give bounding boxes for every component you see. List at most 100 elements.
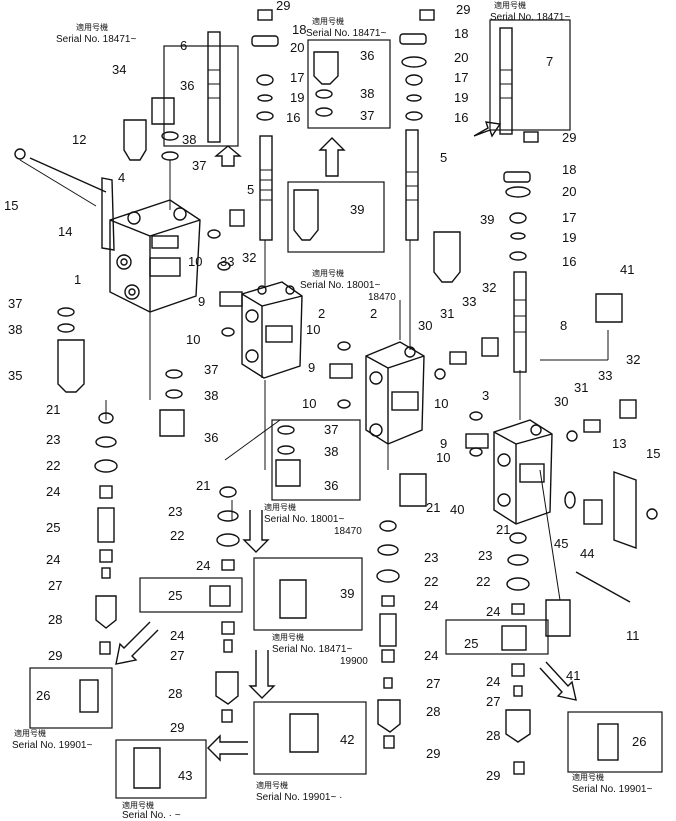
serial-caption: Serial No. 18001~: [300, 280, 380, 291]
part-label: 28: [168, 686, 182, 701]
diag-arrow-right: [539, 661, 577, 701]
part-label: 23: [168, 504, 182, 519]
part-label: 27: [486, 694, 500, 709]
part-label: 39: [350, 202, 364, 217]
part-label: 10: [188, 254, 202, 269]
part-number-labels: 1 2 2 3 4 5 5 6 7 8 9 9 9 10 10 10 10 10…: [4, 0, 660, 783]
part-label: 9: [198, 294, 205, 309]
part-label: 30: [554, 394, 568, 409]
part-label: 24: [46, 484, 60, 499]
spool-part-8: [513, 271, 527, 373]
part-label: 28: [486, 728, 500, 743]
cartridge-41-bottom: [545, 599, 571, 637]
valve-body-4: [493, 419, 553, 525]
part-label: 35: [8, 368, 22, 383]
part-label: 13: [612, 436, 626, 451]
part-label: 19: [290, 90, 304, 105]
spool-part-7: [499, 27, 513, 135]
part-label: 12: [72, 132, 86, 147]
part-label: 24: [486, 674, 500, 689]
part-label: 37: [360, 108, 374, 123]
insert-box-part-36: [307, 39, 391, 129]
part-label: 38: [360, 86, 374, 101]
insert-box-part-26-right: [567, 711, 663, 773]
cartridge-39-mid: [433, 231, 461, 283]
valve-body-1: [109, 199, 201, 313]
part-label: 17: [454, 70, 468, 85]
part-label: 16: [562, 254, 576, 269]
insert-box-part-43: [115, 739, 207, 799]
cartridge-41-top: [595, 293, 623, 323]
part-label: 25: [46, 520, 60, 535]
part-label: 2: [370, 306, 377, 321]
part-label: 30: [418, 318, 432, 333]
serial-caption: Serial No. 18471~: [272, 644, 352, 655]
serial-caption: 18470: [334, 526, 362, 537]
jp-note: 適用号機: [14, 728, 46, 738]
part-label: 8: [560, 318, 567, 333]
up-arrow-2: [318, 137, 346, 177]
part-label: 18: [454, 26, 468, 41]
serial-caption: 19900: [340, 656, 368, 667]
part-label: 2: [318, 306, 325, 321]
part-label: 26: [36, 688, 50, 703]
part-label: 37: [192, 158, 206, 173]
part-label: 21: [196, 478, 210, 493]
part-label: 3: [482, 388, 489, 403]
serial-caption: Serial No. 19901~ ·: [256, 792, 342, 803]
jp-note: 適用号機: [572, 772, 604, 782]
insert-box-part-36-mid: [271, 419, 361, 501]
spool-part-6: [207, 31, 221, 143]
part-label: 28: [48, 612, 62, 627]
part-label: 41: [620, 262, 634, 277]
part-label: 38: [324, 444, 338, 459]
part-label: 4: [118, 170, 125, 185]
part-label: 29: [456, 2, 470, 17]
part-label: 17: [562, 210, 576, 225]
part-label: 33: [598, 368, 612, 383]
part-label: 29: [486, 768, 500, 783]
part-label: 21: [426, 500, 440, 515]
insert-boxes: [29, 19, 663, 799]
up-arrow-1: [214, 145, 242, 167]
part-label: 11: [626, 628, 640, 643]
part-label: 24: [486, 604, 500, 619]
part-label: 40: [450, 502, 464, 517]
part-label: 38: [204, 388, 218, 403]
part-label: 32: [626, 352, 640, 367]
part-label: 23: [424, 550, 438, 565]
part-label: 36: [360, 48, 374, 63]
up-arrow-3: [473, 121, 502, 138]
part-label: 5: [247, 182, 254, 197]
part-label: 15: [646, 446, 660, 461]
part-label: 26: [632, 734, 646, 749]
part-label: 24: [424, 598, 438, 613]
serial-caption: Serial No. 18471~: [306, 28, 386, 39]
diag-arrow-left: [115, 621, 159, 665]
part-label: 31: [574, 380, 588, 395]
insert-box-part-7: [489, 19, 571, 131]
serial-caption: Serial No. 18471~: [56, 34, 136, 45]
part-label: 37: [204, 362, 218, 377]
part-label: 9: [308, 360, 315, 375]
part-label: 32: [242, 250, 256, 265]
valve-body-3: [365, 341, 425, 445]
part-label: 38: [182, 132, 196, 147]
part-label: 18: [562, 162, 576, 177]
cartridge-36-top: [151, 97, 175, 125]
cartridge-39-bottom: [279, 579, 307, 619]
part-label: 33: [220, 254, 234, 269]
down-arrow-1: [242, 510, 270, 553]
serial-caption: Serial No. 18001~: [264, 514, 344, 525]
part-label: 10: [302, 396, 316, 411]
part-label: 16: [454, 110, 468, 125]
part-label: 24: [424, 648, 438, 663]
left-arrow-bottom: [207, 734, 248, 762]
part-label: 27: [426, 676, 440, 691]
cartridge-42: [289, 713, 319, 753]
part-label: 41: [566, 668, 580, 683]
spool-part-5-right: [405, 129, 419, 241]
cartridge-36-left: [159, 409, 185, 437]
small-parts: [14, 9, 658, 775]
jp-note: 適用号機: [272, 632, 304, 642]
